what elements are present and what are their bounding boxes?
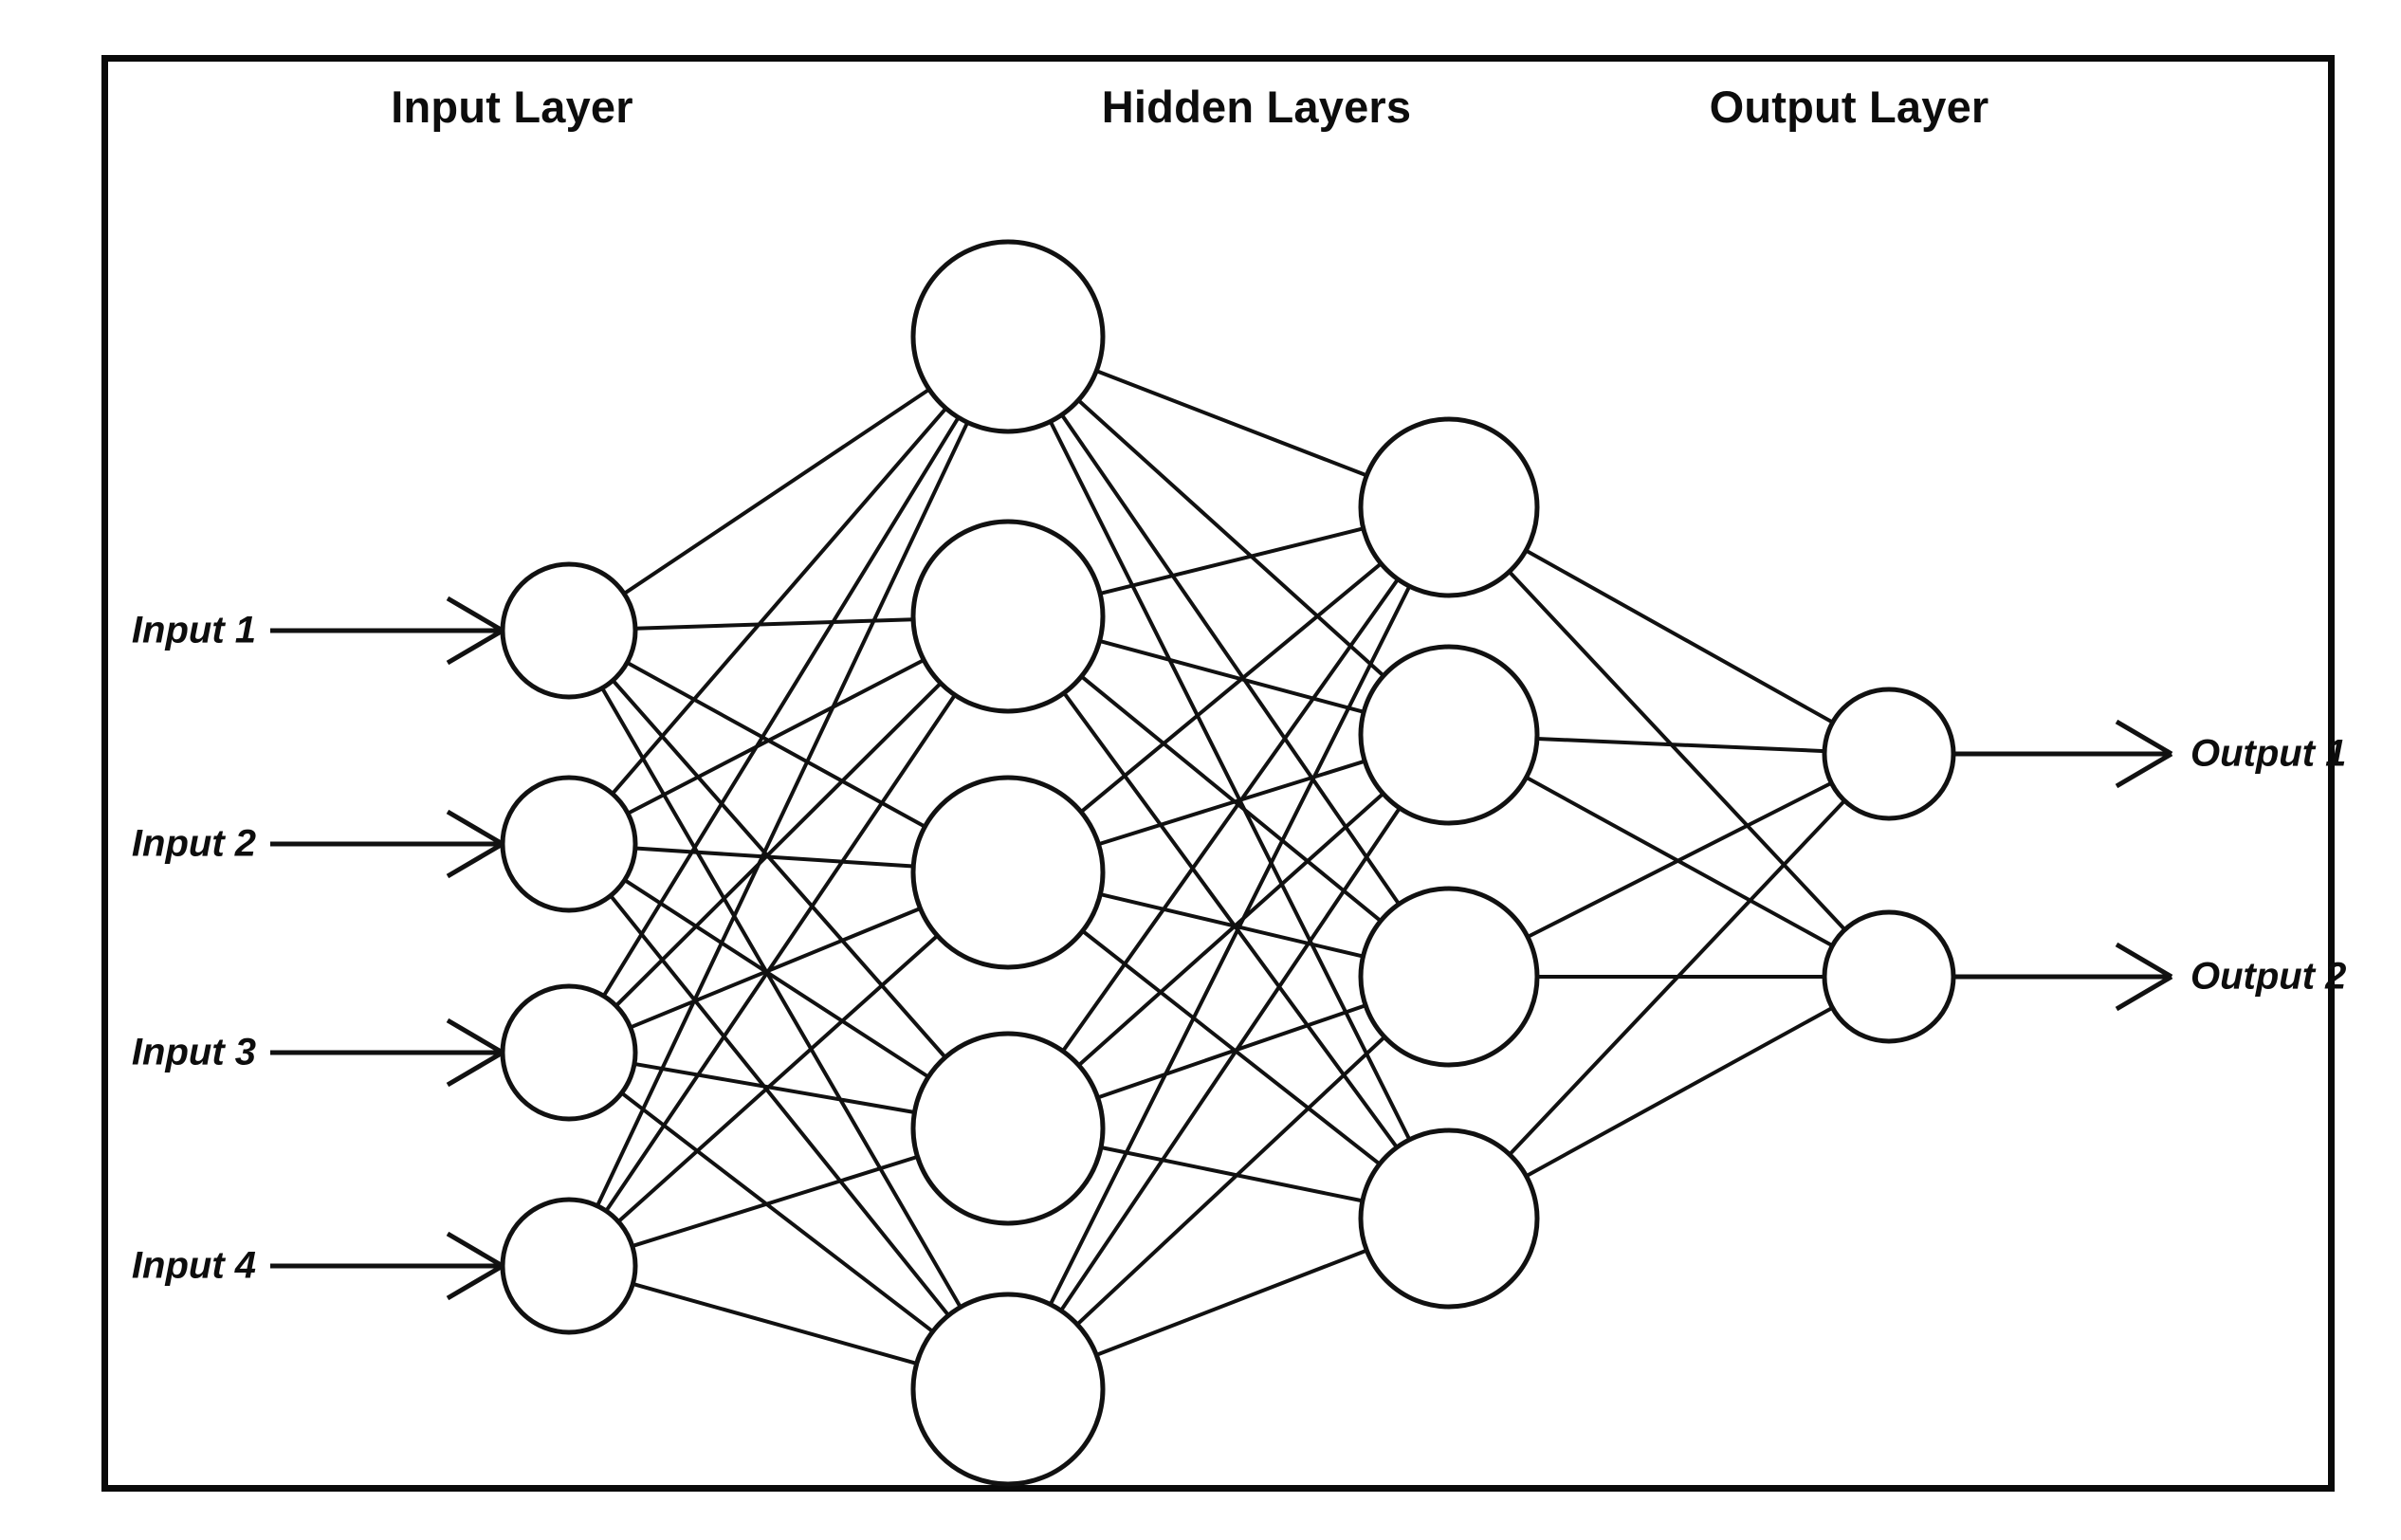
edge-h1e-h2d: [1095, 1248, 1367, 1357]
edge-i1-h1b: [634, 617, 914, 631]
edge-h1a-h2b: [1076, 398, 1385, 678]
input-arrow-2-head-lower: [446, 841, 504, 879]
neuron-h2a: [1358, 416, 1540, 598]
neuron-h1b: [910, 519, 1106, 714]
edge-i2-h1a: [611, 407, 948, 796]
arrow-group: [270, 596, 2173, 1301]
edge-i4-h1d: [632, 1154, 919, 1248]
edge-h2d-o2: [1525, 1005, 1834, 1178]
edge-i4-h1e: [632, 1281, 918, 1366]
edge-h1d-h2c: [1096, 1003, 1366, 1100]
edge-h1e-h2b: [1059, 807, 1402, 1312]
edge-i3-h1c: [629, 907, 922, 1030]
edge-h2d-o1: [1508, 799, 1846, 1156]
edge-h1a-h2c: [1060, 413, 1401, 906]
output-arrow-1-head-lower: [2115, 751, 2173, 789]
neuron-h2c: [1358, 886, 1540, 1068]
edge-i3-h1b: [614, 682, 943, 1008]
diagram-border-frame: [101, 55, 2335, 1492]
input-arrow-3-head-upper: [446, 1018, 504, 1055]
edge-h2a-o2: [1508, 570, 1846, 931]
output-arrow-2-head-lower: [2115, 974, 2173, 1012]
edge-i2-h1e: [609, 894, 950, 1317]
input-label-3: Input 3: [131, 1031, 256, 1073]
edge-h2b-o1: [1536, 737, 1825, 754]
layer-title-hidden: Hidden Layers: [1101, 82, 1412, 132]
edge-h2c-o1: [1527, 780, 1833, 939]
edge-h2a-o1: [1525, 548, 1834, 724]
edge-h1a-h2a: [1095, 369, 1367, 478]
node-group: [500, 239, 1956, 1487]
output-arrow-2-head-upper: [2115, 942, 2173, 980]
edge-h1d-h2d: [1100, 1146, 1364, 1203]
layer-title-input: Input Layer: [391, 82, 633, 132]
output-label-2: Output 2: [2190, 955, 2347, 998]
neuron-o2: [1822, 909, 1956, 1044]
input-arrow-4-head-upper: [446, 1231, 504, 1269]
input-arrow-1-head-lower: [446, 628, 504, 666]
edge-h1e-h2c: [1075, 1036, 1386, 1327]
input-arrow-1-head-upper: [446, 596, 504, 633]
edge-i2-h1d: [623, 878, 930, 1079]
input-label-1: Input 1: [131, 609, 256, 651]
edge-i4-h1b: [604, 693, 957, 1213]
edge-i1-h1e: [600, 687, 962, 1309]
edge-i3-h1a: [601, 416, 961, 998]
edge-i3-h1e: [620, 1091, 934, 1333]
input-arrow-4-head-lower: [446, 1263, 504, 1301]
neuron-o1: [1822, 687, 1956, 821]
edge-i1-h1c: [626, 661, 926, 829]
edge-i3-h1d: [633, 1061, 915, 1114]
input-arrow-2-head-upper: [446, 809, 504, 847]
neuron-i2: [500, 775, 638, 913]
edge-i1-h1a: [623, 387, 931, 596]
neuron-h1e: [910, 1292, 1106, 1487]
edge-h1d-h2b: [1077, 792, 1384, 1067]
output-label-1: Output 1: [2190, 732, 2347, 775]
neuron-h1a: [910, 239, 1106, 434]
edge-h1c-h2c: [1099, 892, 1364, 959]
edge-h1c-h2d: [1081, 929, 1382, 1166]
edge-h1b-h2c: [1080, 674, 1383, 923]
edge-group: [596, 369, 1846, 1366]
output-arrow-1-head-upper: [2115, 719, 2173, 757]
neuron-i4: [500, 1197, 638, 1335]
edge-h1b-h2b: [1099, 639, 1365, 714]
neuron-h2b: [1358, 644, 1540, 826]
input-label-4: Input 4: [131, 1244, 256, 1287]
input-label-2: Input 2: [131, 822, 256, 865]
edge-i2-h1c: [634, 846, 914, 869]
neuron-h1d: [910, 1031, 1106, 1226]
edge-h1d-h2a: [1061, 578, 1400, 1053]
edge-i4-h1a: [596, 421, 970, 1207]
layer-title-output: Output Layer: [1709, 82, 1989, 132]
edge-h1b-h2d: [1062, 691, 1399, 1149]
edge-i1-h1d: [611, 679, 947, 1059]
input-arrow-3-head-lower: [446, 1050, 504, 1088]
edge-h1c-h2a: [1079, 561, 1383, 814]
edge-i4-h1c: [616, 934, 939, 1223]
edge-h1e-h2a: [1048, 585, 1412, 1306]
edge-h1c-h2b: [1097, 759, 1365, 847]
neuron-i1: [500, 561, 638, 700]
edge-h1b-h2a: [1099, 526, 1365, 596]
neuron-i3: [500, 983, 638, 1122]
edge-h1a-h2d: [1048, 420, 1412, 1141]
neuron-h2d: [1358, 1128, 1540, 1310]
edge-i2-h1b: [627, 658, 926, 816]
neuron-h1c: [910, 775, 1106, 970]
